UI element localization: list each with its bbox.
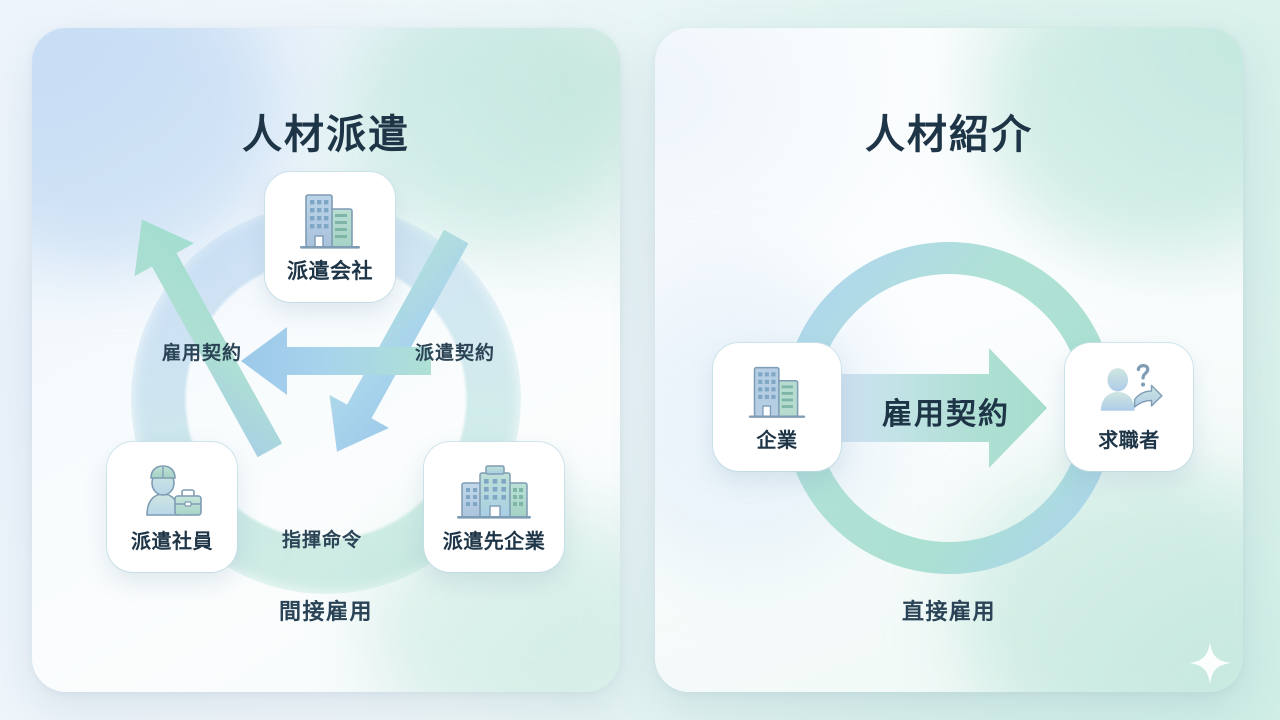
node-label: 派遣会社 <box>287 259 373 283</box>
footer-label-shokai: 直接雇用 <box>901 600 996 625</box>
edge-label-dispatch: 派遣契約 <box>415 342 496 364</box>
edge-label-instruction: 指揮命令 <box>282 529 363 551</box>
footer-label-haken: 間接雇用 <box>278 600 373 625</box>
node-jobseeker[interactable]: 求職者 <box>1065 343 1193 471</box>
panel-card-shokai: 人材紹介 <box>655 28 1243 692</box>
edge-label-employment-big: 雇用契約 <box>882 397 1010 432</box>
card-blob-decoration <box>955 458 1243 692</box>
node-label: 求職者 <box>1098 427 1160 452</box>
page-title-haken: 人材派遣 <box>242 112 410 158</box>
page-title-shokai: 人材紹介 <box>865 112 1033 158</box>
node-company[interactable]: 企業 <box>713 343 841 471</box>
panel-card-haken: 人材派遣 <box>32 28 620 692</box>
office-buildings-icon <box>292 189 368 253</box>
office-buildings-icon <box>741 362 813 422</box>
sparkle-icon <box>1189 642 1231 684</box>
jobseeker-question-icon <box>1093 362 1165 422</box>
node-label: 企業 <box>756 427 798 452</box>
edge-label-employment: 雇用契約 <box>162 342 243 364</box>
node-client-company[interactable]: 派遣先企業 <box>424 442 564 572</box>
worker-with-briefcase-icon <box>135 461 209 523</box>
node-label: 派遣先企業 <box>442 528 546 553</box>
node-worker[interactable]: 派遣社員 <box>107 442 237 572</box>
node-label: 派遣社員 <box>131 528 213 553</box>
node-agency[interactable]: 派遣会社 <box>265 172 395 302</box>
arrow-instruction <box>241 327 431 395</box>
three-buildings-icon <box>454 461 534 523</box>
